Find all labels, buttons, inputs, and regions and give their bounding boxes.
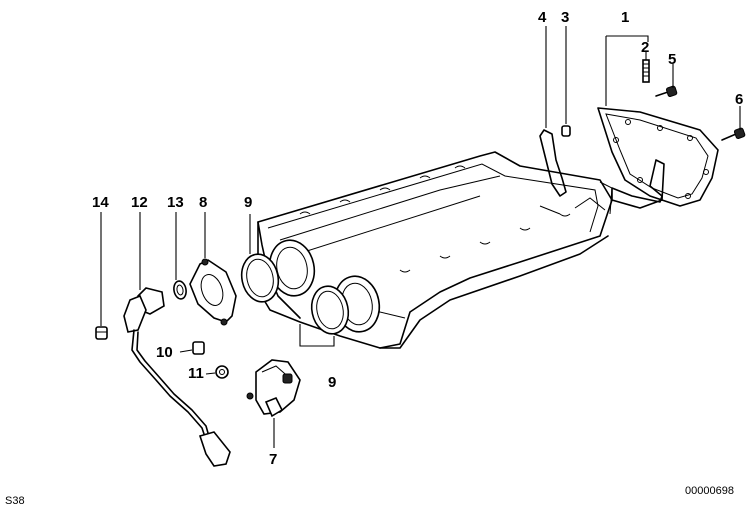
part-number-7: 7	[269, 451, 277, 468]
footer-right-code: 00000698	[685, 485, 734, 497]
part-number-8: 8	[199, 194, 207, 211]
sensor-with-cable	[123, 287, 231, 467]
sensor-flange	[189, 258, 237, 326]
part-number-14: 14	[92, 194, 109, 211]
part-number-1: 1	[621, 9, 629, 26]
intake-housing	[257, 151, 613, 349]
part-number-5: 5	[668, 51, 676, 68]
footer-left-code: S38	[5, 495, 25, 507]
part-number-4: 4	[538, 9, 547, 26]
cover-gasket-frame	[597, 107, 719, 207]
dowel-pin	[561, 125, 571, 137]
leader-lines	[100, 26, 741, 448]
o-ring-right	[310, 285, 350, 335]
part-number-9-lower: 9	[328, 374, 336, 391]
seal-ring	[173, 280, 187, 300]
screw-10	[192, 341, 205, 355]
part-number-6: 6	[735, 91, 743, 108]
gasket-strip	[539, 129, 665, 209]
part-number-10: 10	[156, 344, 173, 361]
screw-5	[655, 85, 678, 97]
end-cover	[246, 359, 301, 418]
part-number-9-upper: 9	[244, 194, 252, 211]
part-number-3: 3	[561, 9, 569, 26]
stud-bolt	[642, 59, 650, 83]
o-ring-left	[240, 253, 280, 303]
screw-6	[721, 127, 746, 141]
part-number-2: 2	[641, 39, 649, 56]
part-number-labels: 1 2 3 4 5 6 7 8 9 9 10 11 12 13 14	[92, 9, 743, 468]
nut-11	[215, 365, 229, 379]
part-number-12: 12	[131, 194, 148, 211]
part-number-11: 11	[188, 365, 204, 382]
part-number-13: 13	[167, 194, 184, 211]
plug-14	[95, 326, 108, 340]
